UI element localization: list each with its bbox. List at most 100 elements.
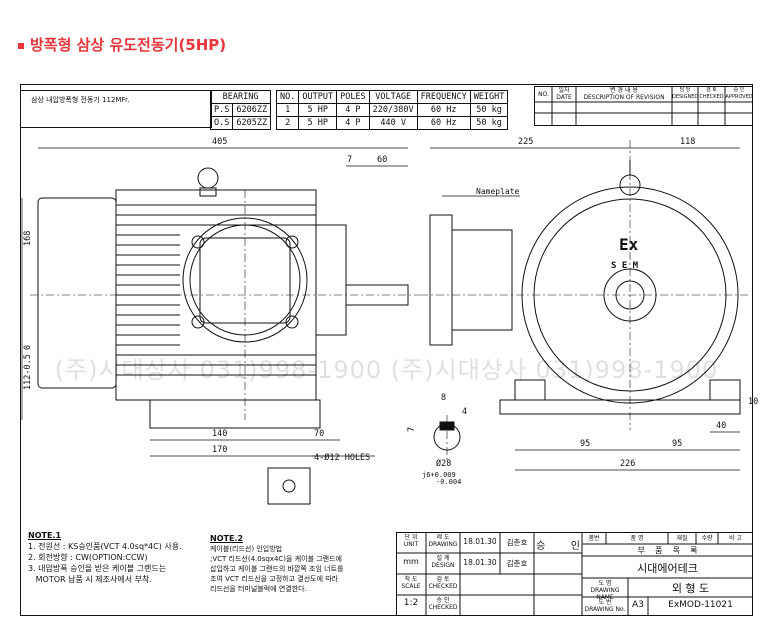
dim-405: 405 (212, 137, 227, 147)
parts-header: 품 명 (630, 535, 644, 542)
drawing-title: 외 형 도 (671, 582, 710, 595)
rev-checked: CHECKED (699, 94, 724, 100)
parts-header: 재질 (676, 535, 688, 542)
parts-header: 수량 (701, 535, 713, 542)
ex-logo: Ex (619, 235, 639, 254)
rev-date: DATE (556, 94, 572, 101)
sem-logo: S E M (611, 261, 639, 271)
spec-cell: 2 (275, 116, 300, 130)
scale-kr: 척 도 (404, 576, 418, 583)
drawing-sheet (20, 84, 753, 616)
checked2-kr: 승 인 (436, 597, 450, 604)
dim-70: 70 (314, 429, 324, 439)
dim-60: 60 (377, 155, 387, 165)
title-block-grid (396, 532, 753, 616)
scale-value: 1:2 (403, 598, 419, 608)
foot-hole-detail (267, 467, 311, 505)
dim-112: 112-0.5 (23, 354, 33, 390)
note-2-title: NOTE.2 (210, 534, 244, 543)
page-title-text: 방폭형 삼상 유도전동기(5HP) (30, 36, 227, 54)
note-1-line: 3. 내압방폭 승인을 받은 케이블 그랜드는 (28, 564, 167, 573)
checked-label: CHECKED (428, 583, 458, 590)
rev-desc-kr: 변 경 내 용 (610, 87, 638, 94)
parts-list-label: 부 품 목 록 (637, 546, 698, 555)
watermark: (주)시대상사 031)998-1900 (주)시대상사 031)998-190… (54, 356, 719, 384)
rev-date-kr: 일자 (558, 87, 570, 94)
dim-holes: 4-Ø12 HOLES (314, 452, 370, 463)
note-2-line: 케이블(리드선) 인입방법 (210, 545, 283, 553)
dimension-labels: 405 7 60 225 118 168 112-0.5 0 140 70 17… (23, 137, 758, 486)
dim-95b: 95 (672, 439, 682, 449)
motor-name: 삼상 내압방폭형 전동기 112MFr. (31, 96, 130, 104)
note-2: NOTE.2 케이블(리드선) 인입방법 ;VCT 리드선(4.0sqx4C)을… (210, 534, 395, 594)
unit-value: mm (403, 557, 419, 566)
rev-approved-kr: 승 인 (733, 87, 745, 93)
dim-7b: 7 (407, 427, 417, 432)
flange-front (429, 214, 453, 346)
note-1-line: 2. 회전방향 : CW(OPTION:CCW) (28, 553, 148, 562)
dim-8: 8 (441, 393, 446, 403)
drawing-person: 김춘호 (506, 538, 528, 547)
rev-checked-kr: 검 토 (706, 87, 717, 93)
rev-designed-kr: 담 당 (679, 87, 691, 93)
drawing-label: DRAWING (428, 541, 458, 548)
spec-cell: 50 kg (469, 116, 509, 130)
dim-226: 226 (620, 459, 635, 469)
center-lines (30, 140, 750, 460)
cooling-fins (116, 204, 316, 376)
company-name: 시대에어테크 (637, 562, 698, 575)
parts-header: 비 고 (729, 535, 742, 542)
nameplate-label: Nameplate (476, 187, 520, 196)
note-2-line: ;VCT 리드선(4.0sqx4C)을 케이블 그랜드에 (210, 555, 342, 563)
unit: UNIT (403, 541, 419, 548)
dimension-lines (21, 147, 740, 471)
drawing-no-en: DRAWING No. (584, 606, 626, 613)
bearing-part: 6205ZZ (232, 116, 272, 130)
dim-28: Ø28 (436, 458, 451, 469)
rev-designed: DESIGNED (672, 94, 699, 100)
rev-no: NO. (538, 91, 549, 98)
design-date: 18.01.30 (463, 558, 497, 567)
dim-118: 118 (680, 137, 695, 147)
drawing-number: ExMOD-11021 (668, 600, 733, 610)
approval-label: 승 인 (536, 541, 580, 552)
bullet-square-icon (18, 42, 24, 49)
lifting-eye-side (197, 167, 219, 189)
paper-size: A3 (632, 600, 644, 610)
bearing-housing (451, 229, 513, 331)
dim-j6b: -0.004 (436, 478, 461, 486)
spec-table: NO. OUTPUT POLES VOLTAGE FREQUENCY WEIGH… (275, 90, 509, 130)
note-2-line: 조여 VCT 리드선을 고정하고 결선도에 따라 (210, 575, 339, 583)
drawing-kr: 제 도 (436, 534, 450, 541)
scale-label: SCALE (401, 583, 421, 590)
note-1: NOTE.1 1. 전원선 : KS승인품(VCT 4.0sq*4C) 사용. … (28, 530, 208, 585)
drawing-name-kr: 도 명 (598, 580, 612, 587)
drawing-date: 18.01.30 (463, 537, 497, 546)
note-1-line: 1. 전원선 : KS승인품(VCT 4.0sq*4C) 사용. (28, 542, 182, 551)
spec-cell: 60 Hz (416, 116, 471, 130)
dim-225: 225 (518, 137, 533, 147)
note-1-title: NOTE.1 (28, 531, 62, 540)
checked-kr: 검 토 (436, 576, 450, 583)
dim-95a: 95 (580, 439, 590, 449)
note-1-line: MOTOR 납품 시 제조사에서 부착. (28, 575, 152, 584)
bearing-side: O.S (209, 116, 234, 130)
revision-table-grid (534, 86, 753, 126)
dim-40: 40 (716, 421, 726, 431)
flange-side (315, 224, 347, 336)
drawing-no-kr: 도 번 (598, 599, 612, 606)
dim-170: 170 (212, 445, 227, 455)
rev-desc: DESCRIPTION OF REVISION (583, 94, 665, 101)
dim-168: 168 (23, 231, 33, 246)
foot-front (499, 399, 741, 415)
spec-cell: 5 HP (298, 116, 338, 130)
drawing-name-en: DRAWING NAME (590, 587, 620, 601)
foot-side (149, 399, 321, 429)
dim-140: 140 (212, 429, 227, 439)
dim-7: 7 (347, 155, 352, 165)
parts-header: 품번 (588, 535, 600, 542)
